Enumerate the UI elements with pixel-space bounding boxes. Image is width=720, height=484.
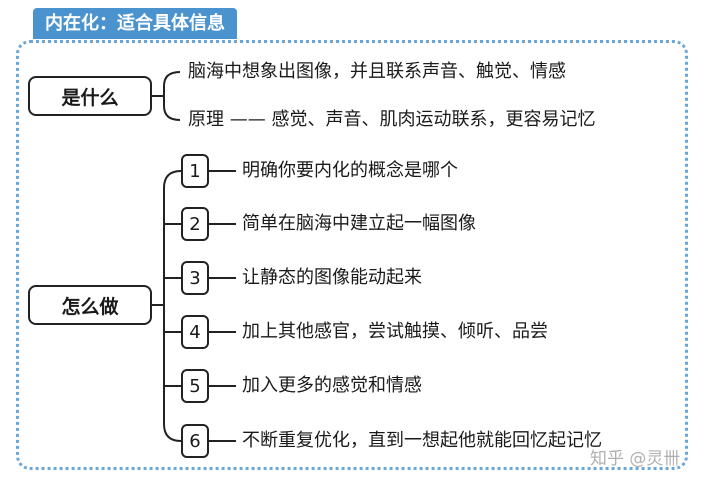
step-text-6: 不断重复优化，直到一想起他就能回忆起记忆 (242, 430, 602, 451)
map-title: 内在化：适合具体信息 (33, 8, 237, 39)
step-number-1: 1 (181, 154, 209, 188)
watermark: 知乎 @灵卌 (590, 449, 681, 469)
step-text-4: 加上其他感官，尝试触摸、倾听、品尝 (242, 321, 548, 342)
topic-how: 怎么做 (28, 285, 152, 325)
step-number-5: 5 (181, 369, 209, 403)
mindmap-frame (16, 40, 688, 470)
what-item-1: 脑海中想象出图像，并且联系声音、触觉、情感 (188, 61, 566, 82)
topic-what: 是什么 (28, 76, 152, 116)
what-item-2: 原理 —— 感觉、声音、肌肉运动联系，更容易记忆 (188, 109, 596, 130)
step-number-3: 3 (181, 261, 209, 295)
step-text-1: 明确你要内化的概念是哪个 (242, 160, 458, 181)
step-text-3: 让静态的图像能动起来 (242, 267, 422, 288)
step-text-5: 加入更多的感觉和情感 (242, 375, 422, 396)
step-number-6: 6 (181, 424, 209, 458)
step-number-4: 4 (181, 315, 209, 349)
step-text-2: 简单在脑海中建立起一幅图像 (242, 213, 476, 234)
step-number-2: 2 (181, 207, 209, 241)
